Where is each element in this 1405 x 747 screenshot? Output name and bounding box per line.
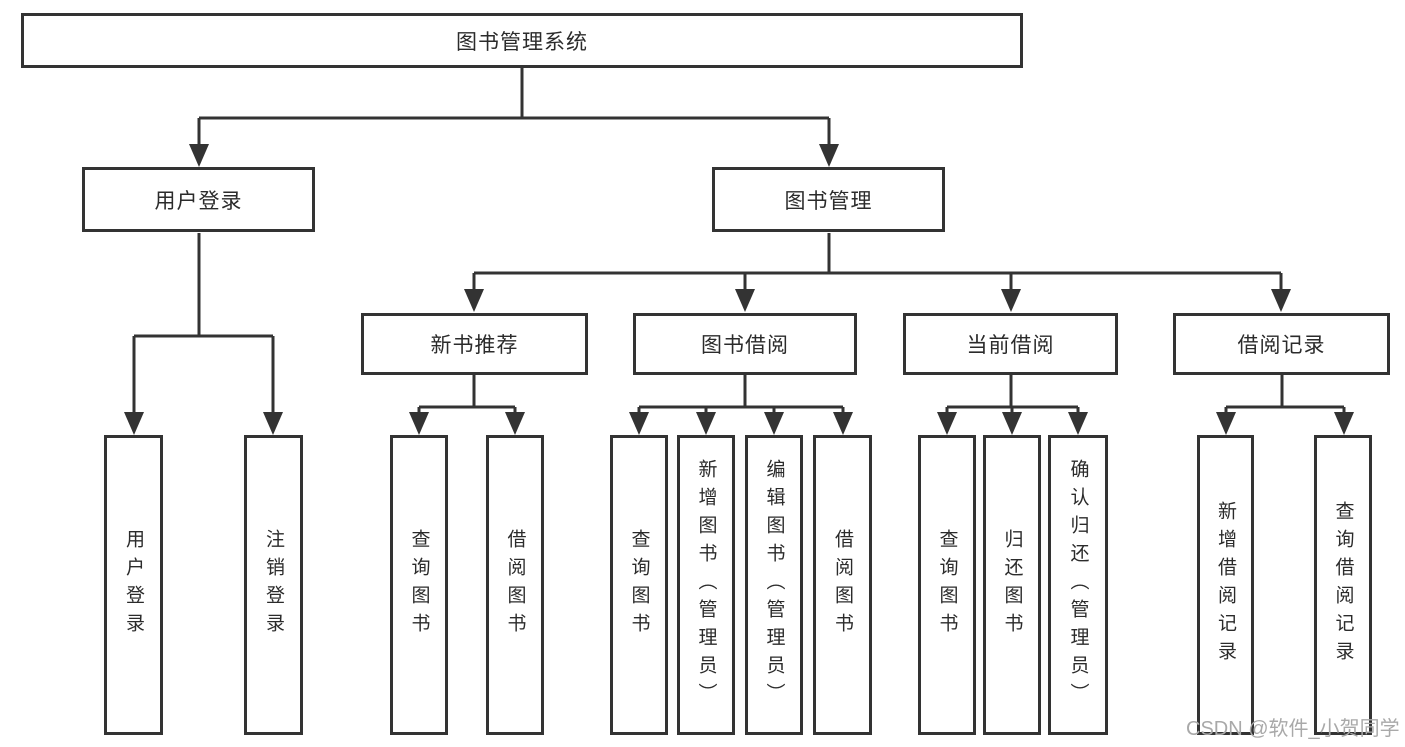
leaf-recommend-query-books: 查询图书 (390, 435, 448, 735)
leaf-borrow-query-books: 查询图书 (610, 435, 668, 735)
leaf-current-query-books: 查询图书 (918, 435, 976, 735)
node-book-management-label: 图书管理 (784, 189, 873, 213)
leaf-current-query-books-label: 查询图书 (936, 529, 958, 641)
leaf-recommend-borrow-books-label: 借阅图书 (504, 529, 526, 641)
node-library-system-label: 图书管理系统 (456, 30, 588, 54)
leaf-current-return-books-label: 归还图书 (1001, 529, 1023, 641)
leaf-recommend-borrow-books: 借阅图书 (486, 435, 544, 735)
node-library-system: 图书管理系统 (21, 13, 1023, 68)
leaf-current-confirm-return-admin: 确认归还（管理员） (1048, 435, 1108, 735)
node-borrow-records: 借阅记录 (1173, 313, 1390, 375)
node-book-borrow: 图书借阅 (633, 313, 857, 375)
leaf-current-confirm-return-admin-label: 确认归还（管理员） (1067, 459, 1089, 711)
leaf-logout: 注销登录 (244, 435, 303, 735)
leaf-borrow-add-books-admin-label: 新增图书（管理员） (695, 459, 717, 711)
leaf-records-query-record: 查询借阅记录 (1314, 435, 1372, 735)
csdn-watermark: CSDN @软件_小贺同学 (1186, 718, 1400, 740)
leaf-current-return-books: 归还图书 (983, 435, 1041, 735)
leaf-borrow-edit-books-admin: 编辑图书（管理员） (745, 435, 803, 735)
node-current-borrow-label: 当前借阅 (966, 334, 1055, 357)
node-user-login-label: 用户登录 (154, 189, 243, 213)
leaf-logout-label: 注销登录 (263, 529, 284, 641)
leaf-user-login-label: 用户登录 (123, 529, 144, 641)
node-user-login: 用户登录 (82, 167, 315, 232)
leaf-user-login: 用户登录 (104, 435, 163, 735)
leaf-recommend-query-books-label: 查询图书 (408, 529, 430, 641)
node-new-book-recommend: 新书推荐 (361, 313, 588, 375)
node-new-book-recommend-label: 新书推荐 (430, 334, 519, 357)
leaf-borrow-borrow-books-label: 借阅图书 (832, 529, 853, 641)
leaf-borrow-query-books-label: 查询图书 (628, 529, 650, 641)
leaf-borrow-add-books-admin: 新增图书（管理员） (677, 435, 735, 735)
leaf-borrow-edit-books-admin-label: 编辑图书（管理员） (763, 459, 785, 711)
leaf-records-add-record: 新增借阅记录 (1197, 435, 1254, 735)
node-current-borrow: 当前借阅 (903, 313, 1118, 375)
node-book-management: 图书管理 (712, 167, 945, 232)
node-book-borrow-label: 图书借阅 (701, 334, 789, 357)
leaf-records-query-record-label: 查询借阅记录 (1332, 501, 1354, 669)
leaf-borrow-borrow-books: 借阅图书 (813, 435, 872, 735)
node-borrow-records-label: 借阅记录 (1237, 334, 1326, 357)
leaf-records-add-record-label: 新增借阅记录 (1215, 501, 1236, 669)
